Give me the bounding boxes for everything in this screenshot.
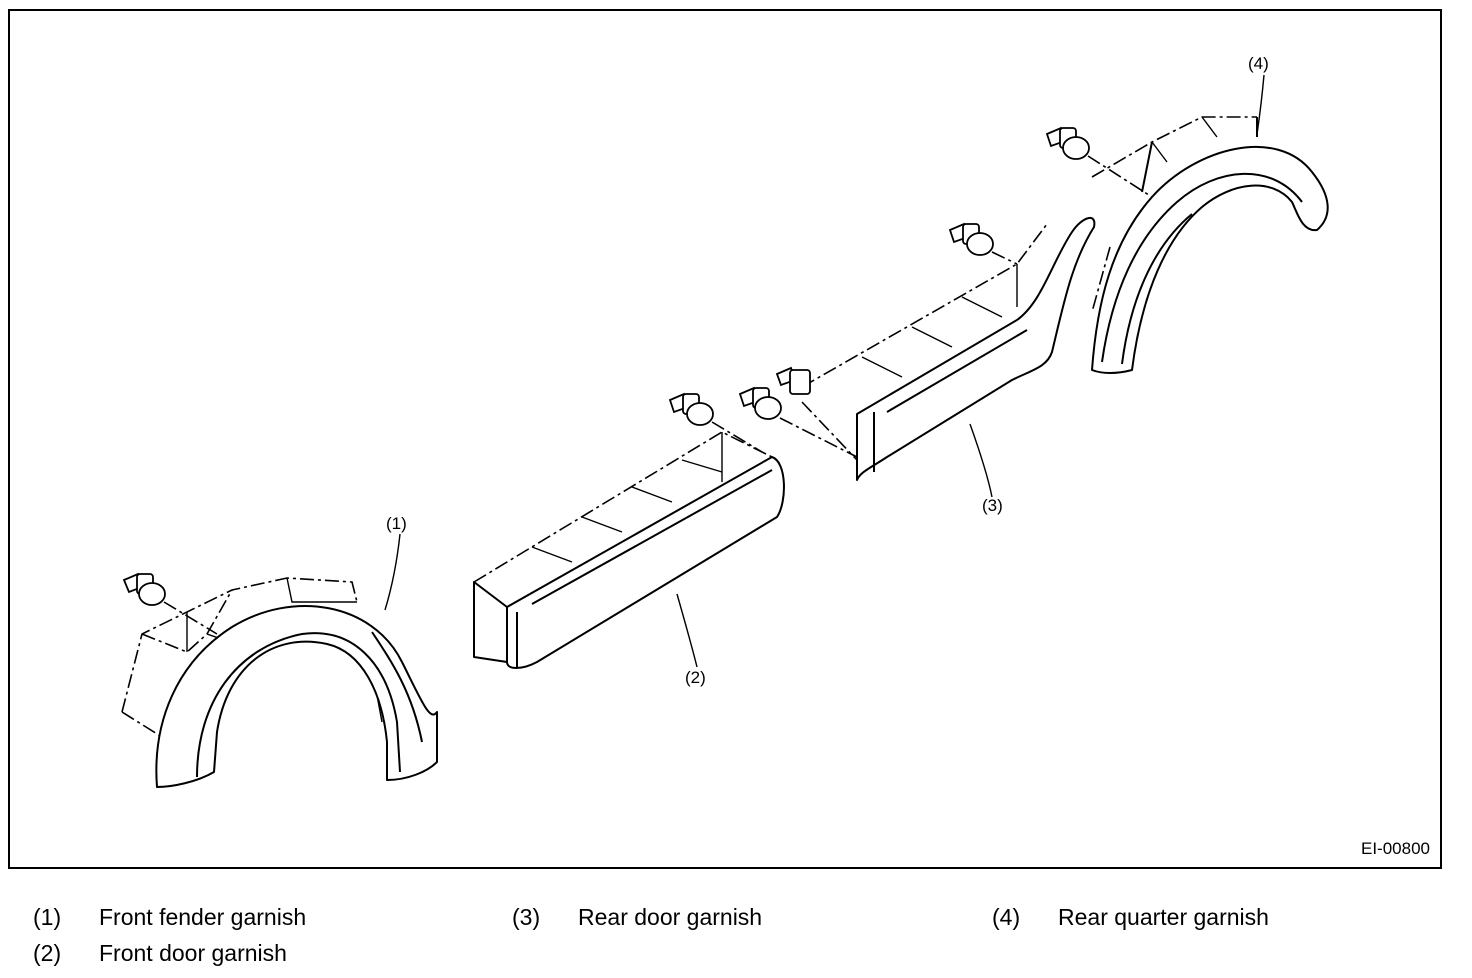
legend-label: Rear door garnish xyxy=(578,904,763,930)
front-door-garnish xyxy=(473,392,785,669)
clip-3b xyxy=(738,386,782,420)
callout-2: (2) xyxy=(685,668,706,687)
parts-legend: (1) Front fender garnish (2) Front door … xyxy=(0,896,1472,976)
clip-3a xyxy=(948,222,994,256)
clip-4 xyxy=(1045,126,1090,160)
clip-1 xyxy=(122,572,166,606)
exploded-view-drawing xyxy=(121,74,1329,788)
legend-number: (2) xyxy=(33,940,62,966)
figure-id-label: EI-00800 xyxy=(1361,839,1430,858)
legend-number: (4) xyxy=(992,904,1021,930)
callout-3: (3) xyxy=(982,496,1003,515)
clip-2 xyxy=(668,392,714,426)
legend-number: (1) xyxy=(33,904,62,930)
callout-4: (4) xyxy=(1248,54,1269,73)
clip-3c xyxy=(775,366,811,395)
legend-label: Front fender garnish xyxy=(99,904,307,930)
callout-1: (1) xyxy=(386,514,407,533)
legend-label: Front door garnish xyxy=(99,940,287,966)
leader-lines xyxy=(384,74,1265,668)
front-fender-garnish xyxy=(121,572,438,788)
legend-label: Rear quarter garnish xyxy=(1058,904,1269,930)
rear-quarter-garnish xyxy=(1045,116,1329,374)
legend-number: (3) xyxy=(512,904,541,930)
diagram-frame: (1) (2) (3) (4) EI-00800 xyxy=(8,9,1442,869)
rear-door-garnish xyxy=(738,217,1096,481)
